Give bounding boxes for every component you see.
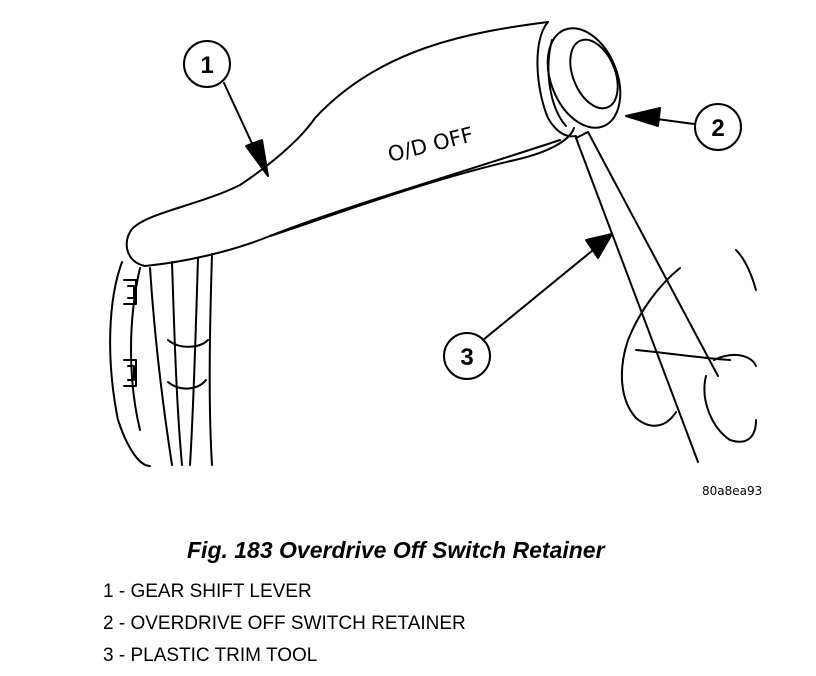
callout-2-number: 2	[711, 115, 724, 142]
lever-label: O/D OFF	[385, 122, 475, 166]
illustration: O/D OFF 1 2 3	[109, 21, 757, 467]
legend-item: 2 - OVERDRIVE OFF SWITCH RETAINER	[103, 613, 466, 634]
legend-item: 1 - GEAR SHIFT LEVER	[103, 581, 312, 602]
callout-1-number: 1	[200, 52, 213, 79]
steering-column-shroud	[109, 261, 151, 467]
lever-stalk	[149, 253, 213, 466]
legend: 1 - GEAR SHIFT LEVER 2 - OVERDRIVE OFF S…	[103, 580, 466, 676]
image-code: 80a8ea93	[702, 484, 763, 498]
legend-item: 3 - PLASTIC TRIM TOOL	[103, 645, 318, 666]
plastic-trim-tool	[575, 131, 719, 463]
gear-shift-lever	[125, 21, 575, 267]
background-shapes	[620, 249, 757, 443]
callout-3	[443, 233, 613, 380]
callout-1	[183, 40, 269, 177]
figure-caption: Fig. 183 Overdrive Off Switch Retainer	[187, 537, 605, 563]
callout-2	[625, 103, 742, 151]
switch-retainer	[536, 21, 622, 138]
callout-3-number: 3	[460, 344, 473, 371]
